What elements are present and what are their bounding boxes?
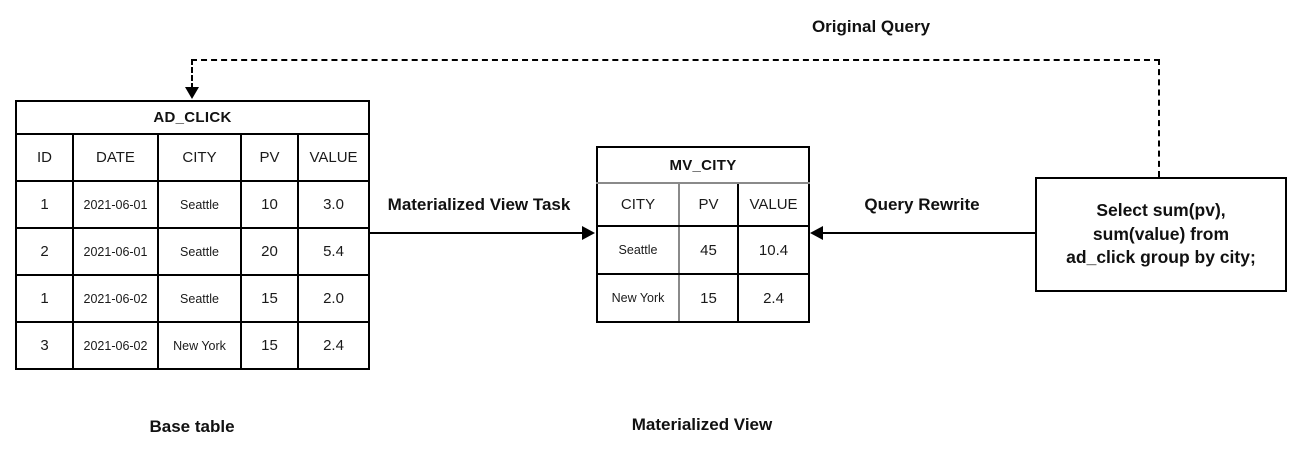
original-query-dashed-horizontal (191, 59, 1160, 61)
cell: 45 (678, 225, 739, 275)
column-header: DATE (72, 133, 159, 182)
arrowhead-left-icon (810, 226, 823, 240)
base-table-caption: Base table (149, 417, 235, 436)
cell: 10 (240, 180, 299, 229)
cell: 3.0 (296, 180, 371, 229)
column-header: VALUE (737, 182, 810, 227)
cell: 2021-06-01 (72, 180, 159, 229)
table-row: 1 2021-06-02 Seattle 15 2.0 (15, 274, 371, 323)
original-query-box: Select sum(pv), sum(value) from ad_click… (1035, 177, 1287, 292)
ad-click-table-title: AD_CLICK (14, 100, 371, 135)
ad-click-header-row: ID DATE CITY PV VALUE (15, 133, 371, 182)
original-query-label: Original Query (811, 17, 931, 36)
cell: 2.4 (296, 321, 371, 370)
cell: New York (596, 273, 680, 323)
column-header: PV (240, 133, 299, 182)
query-rewrite-label: Query Rewrite (864, 195, 980, 214)
column-header: VALUE (296, 133, 371, 182)
cell: 15 (240, 321, 299, 370)
mv-city-header-row: CITY PV VALUE (596, 182, 810, 227)
cell: Seattle (157, 227, 242, 276)
column-header: CITY (157, 133, 242, 182)
cell: Seattle (596, 225, 680, 275)
cell: 2.0 (296, 274, 371, 323)
table-row: 2 2021-06-01 Seattle 20 5.4 (15, 227, 371, 276)
table-row: Seattle 45 10.4 (596, 225, 810, 275)
cell: 2021-06-01 (72, 227, 159, 276)
original-query-dashed-vertical-left (191, 59, 193, 89)
cell: 10.4 (737, 225, 810, 275)
cell: 2 (15, 227, 74, 276)
cell: 1 (15, 274, 74, 323)
cell: 20 (240, 227, 299, 276)
cell: Seattle (157, 180, 242, 229)
query-rewrite-arrow-line (821, 232, 1035, 234)
mv-city-table: MV_CITY CITY PV VALUE Seattle 45 10.4 Ne… (596, 146, 810, 323)
cell: 2021-06-02 (72, 274, 159, 323)
original-query-dashed-vertical-right (1158, 59, 1160, 177)
mv-city-table-title: MV_CITY (596, 146, 810, 184)
column-header: PV (678, 182, 739, 227)
arrowhead-right-icon (582, 226, 595, 240)
cell: 3 (15, 321, 74, 370)
materialized-view-task-label: Materialized View Task (387, 195, 571, 214)
sql-text: Select sum(pv), sum(value) from ad_click… (1066, 200, 1256, 268)
table-row: 1 2021-06-01 Seattle 10 3.0 (15, 180, 371, 229)
ad-click-table: AD_CLICK ID DATE CITY PV VALUE 1 2021-06… (14, 100, 371, 370)
cell: New York (157, 321, 242, 370)
table-row: New York 15 2.4 (596, 273, 810, 323)
cell: 15 (678, 273, 739, 323)
cell: Seattle (157, 274, 242, 323)
arrowhead-down-icon (185, 87, 199, 99)
column-header: ID (15, 133, 74, 182)
cell: 1 (15, 180, 74, 229)
column-header: CITY (596, 182, 680, 227)
cell: 2.4 (737, 273, 810, 323)
cell: 15 (240, 274, 299, 323)
cell: 2021-06-02 (72, 321, 159, 370)
materialized-view-caption: Materialized View (631, 415, 773, 434)
materialized-view-task-arrow-line (368, 232, 584, 234)
cell: 5.4 (296, 227, 371, 276)
table-row: 3 2021-06-02 New York 15 2.4 (15, 321, 371, 370)
